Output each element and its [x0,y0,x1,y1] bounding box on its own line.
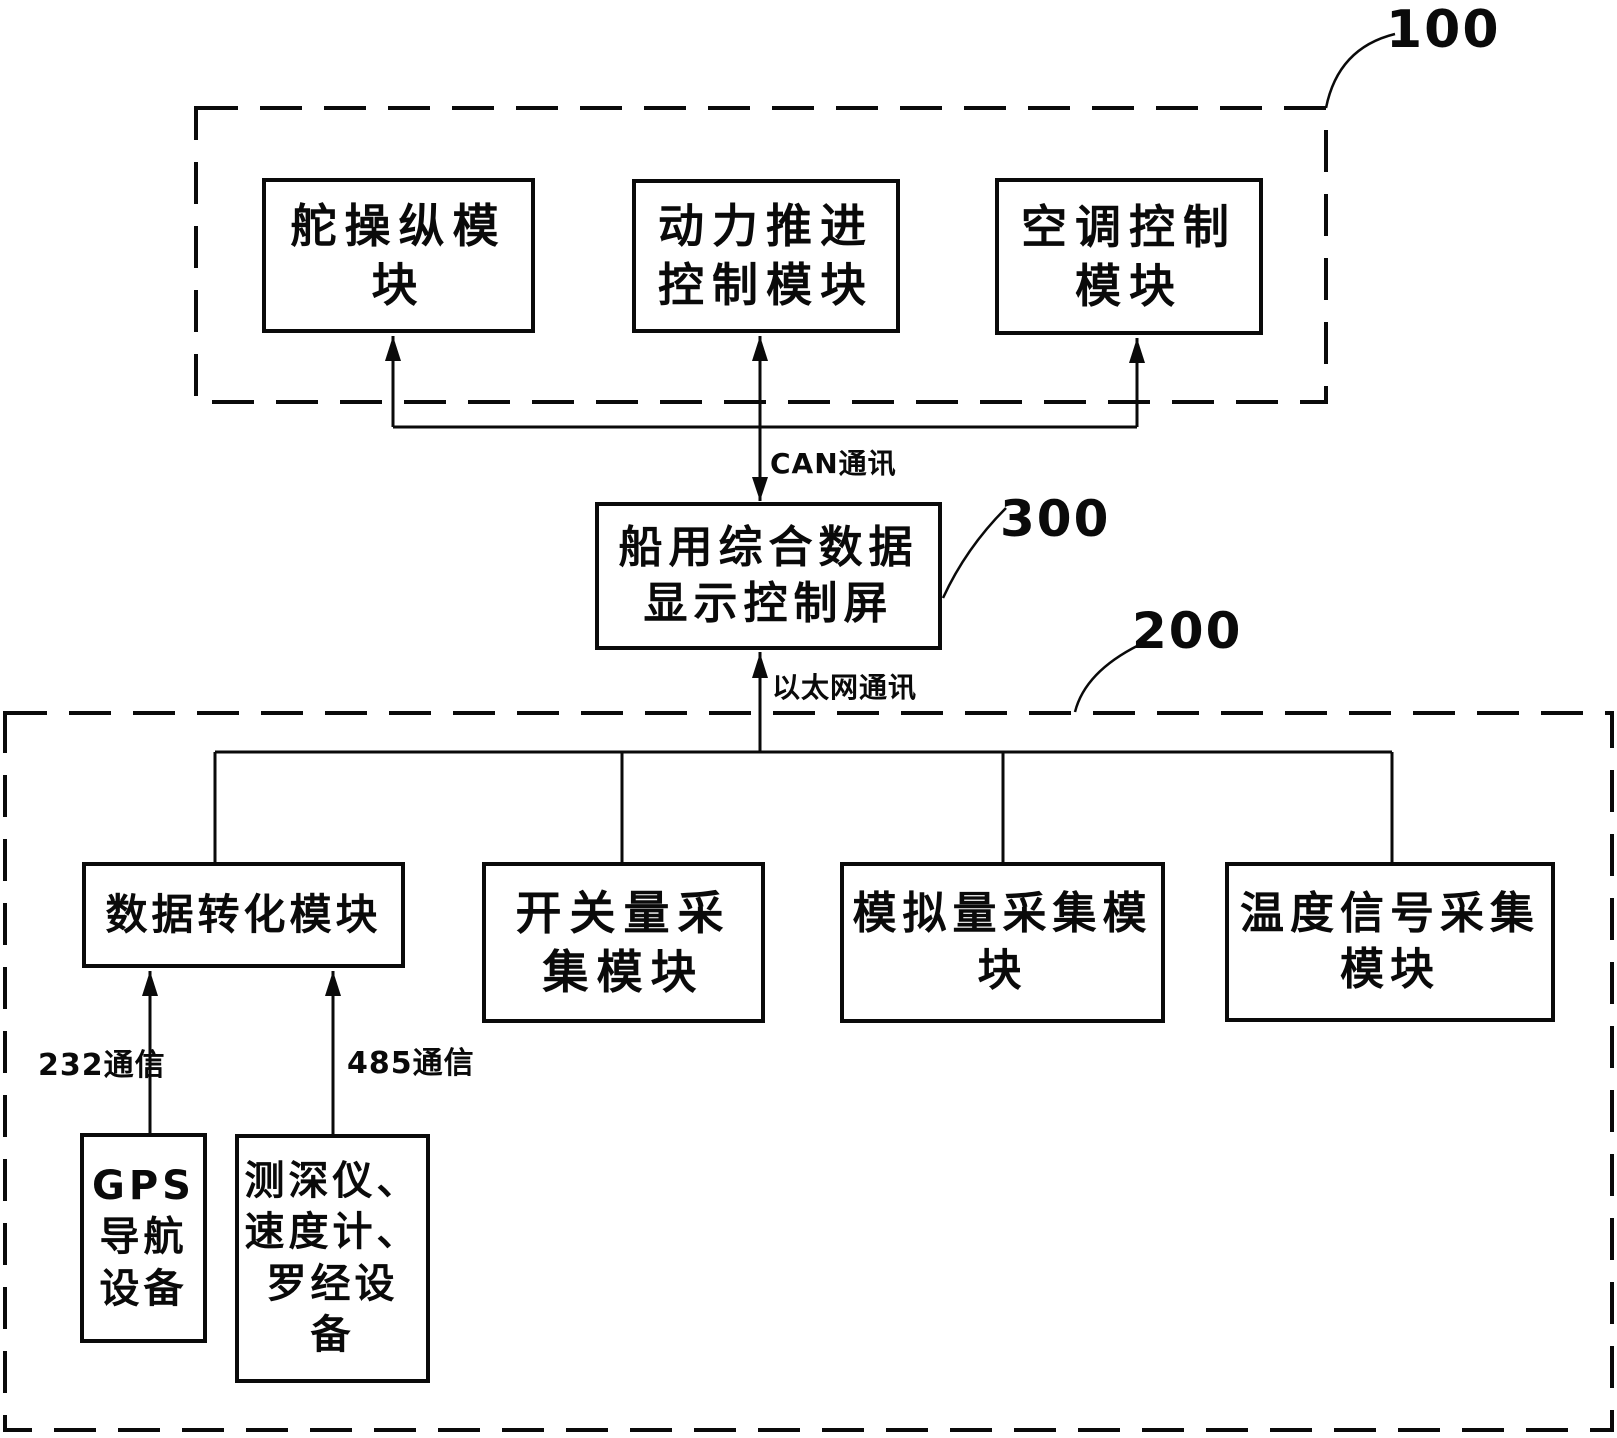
air-conditioning-module-box: 空调控制 模块 [995,178,1263,335]
rs232-link-label: 232通信 [38,1048,166,1083]
leader-100 [1324,32,1396,109]
analog-signal-acquisition-box: 模拟量采集模 块 [840,862,1165,1023]
serial-lines [148,971,335,1134]
leader-200 [1073,643,1140,713]
can-link-label: CAN通讯 [770,447,897,480]
temperature-signal-acquisition-box: 温度信号采集 模块 [1225,862,1555,1022]
arrowhead-down-display [752,477,768,501]
arrowhead-up-convert-485 [325,971,341,996]
arrowhead-up-power [752,336,768,361]
leader-300 [941,507,1007,599]
sounder-speedlog-compass-box: 测深仪、 速度计、 罗经设 备 [235,1134,430,1383]
ethernet-link-label: 以太网通讯 [772,671,918,704]
reference-label-200: 200 [1132,602,1243,660]
arrowhead-up-display-bottom [752,653,768,678]
propulsion-control-module-box: 动力推进 控制模块 [632,179,900,333]
can-connector-lines [391,336,1139,501]
arrowhead-up-convert-232 [142,971,158,996]
rs485-link-label: 485通信 [347,1046,475,1081]
dashed-frame-200 [3,711,1614,1432]
marine-data-display-screen-box: 船用综合数据 显示控制屏 [595,502,942,650]
ethernet-bus-line [213,750,1394,862]
switch-signal-acquisition-box: 开关量采 集模块 [482,862,765,1023]
gps-navigation-device-box: GPS 导航 设备 [80,1133,207,1343]
arrowhead-up-aircon [1129,338,1145,363]
arrowhead-up-rudder [385,336,401,361]
reference-label-100: 100 [1386,0,1501,60]
reference-label-300: 300 [1000,490,1111,548]
data-conversion-module-box: 数据转化模块 [82,862,405,968]
rudder-control-module-box: 舵操纵模 块 [262,178,535,333]
